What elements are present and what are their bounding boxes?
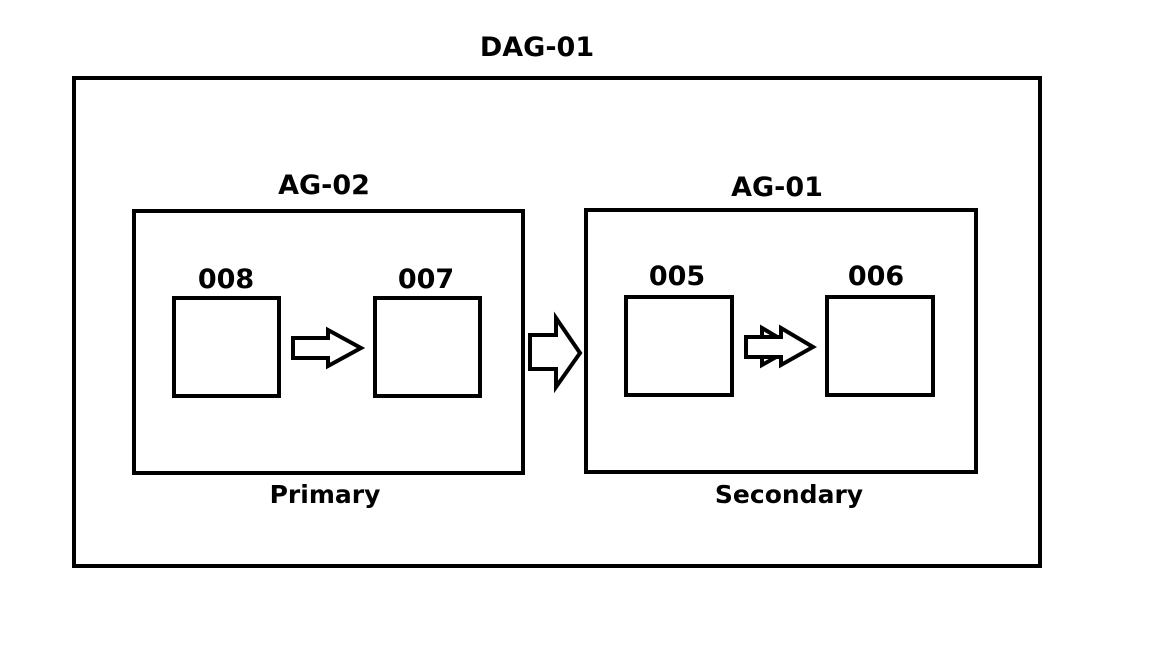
server-006-label: 006 bbox=[847, 261, 905, 292]
arrow-005-to-006-shape bbox=[744, 324, 817, 369]
ag02-title: AG-02 bbox=[278, 170, 370, 201]
server-007-box bbox=[373, 296, 482, 398]
server-008-label: 008 bbox=[197, 264, 255, 295]
ag02-role-label: Primary bbox=[269, 480, 381, 509]
server-005-label: 005 bbox=[648, 261, 706, 292]
ag01-title: AG-01 bbox=[731, 172, 823, 203]
arrow-ag02-to-ag01-icon bbox=[528, 311, 583, 394]
server-006-box bbox=[825, 295, 935, 397]
ag01-container bbox=[584, 208, 978, 474]
ag01-role-label: Secondary bbox=[714, 480, 864, 509]
server-008-box bbox=[172, 296, 281, 398]
server-005-box bbox=[624, 295, 734, 397]
arrow-008-to-007-icon bbox=[291, 326, 366, 370]
ag02-container bbox=[132, 209, 525, 475]
dag-title: DAG-01 bbox=[479, 32, 595, 63]
dag-container bbox=[72, 76, 1042, 568]
server-007-label: 007 bbox=[397, 264, 455, 295]
